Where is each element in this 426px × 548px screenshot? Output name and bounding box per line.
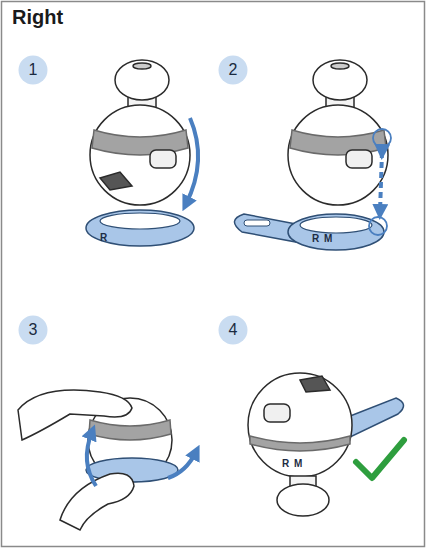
step-number: 1 [18,55,48,85]
step-number: 3 [18,315,48,345]
callout-number: 2 [229,61,238,79]
earbud-step2 [288,60,388,205]
wing-step2 [234,214,384,250]
stretch-arrow [87,432,96,486]
side-marking: R M [282,458,303,469]
wing-ring-step1 [86,210,194,246]
side-marking: R M [312,233,333,244]
step-number: 2 [218,55,248,85]
stretch-arrow [168,452,196,478]
callout-number: 3 [29,321,38,339]
check-mark [356,440,404,478]
earbud-step1 [90,60,190,205]
earbud-step4 [248,373,352,516]
fit-arrow [186,118,198,204]
callout-number: 4 [229,321,238,339]
hand [18,390,134,530]
side-marking: R [100,232,108,243]
panel-title: Right [12,6,63,29]
align-marks [369,129,391,235]
step-number: 4 [218,315,248,345]
callout-number: 1 [29,61,38,79]
